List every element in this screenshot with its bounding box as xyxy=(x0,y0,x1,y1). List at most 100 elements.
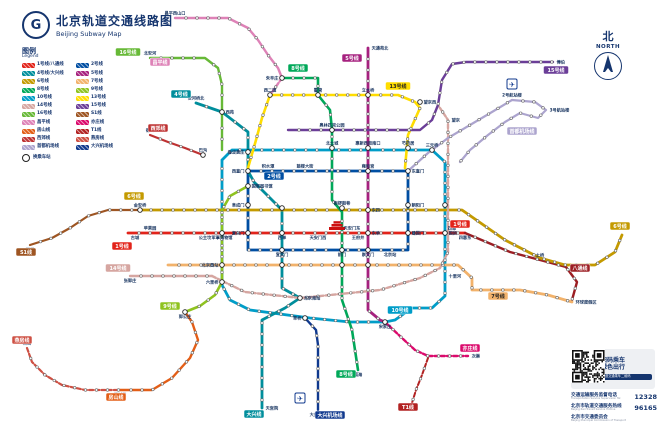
station-dot xyxy=(265,103,269,107)
qr-module xyxy=(576,363,579,366)
station-dot xyxy=(260,365,264,369)
station-dot xyxy=(406,220,410,224)
qr-module xyxy=(575,368,577,371)
line-badge xyxy=(385,81,411,91)
station-dot xyxy=(220,270,224,274)
line-badge xyxy=(543,65,569,75)
station-dot xyxy=(514,251,518,256)
station-dot xyxy=(500,122,504,126)
station-dot xyxy=(292,208,296,212)
station-dot xyxy=(392,148,396,152)
station-dot xyxy=(273,62,277,67)
station-dot xyxy=(246,194,250,198)
qr-module xyxy=(575,353,580,358)
legend-line-name: 14号线 xyxy=(37,103,52,109)
interchange-station xyxy=(329,145,335,151)
interchange-station xyxy=(245,202,251,208)
qr-module xyxy=(582,356,585,358)
legend-item-l4: 10号线 xyxy=(22,95,72,101)
station-dot xyxy=(283,294,287,298)
interchange-station xyxy=(267,92,273,98)
qr-module xyxy=(573,368,576,371)
station-dot xyxy=(437,299,441,304)
station-dot xyxy=(435,208,439,212)
legend-line-name: 15号线 xyxy=(91,103,106,109)
line-badge-label: 1号线 xyxy=(115,243,128,250)
station-dot xyxy=(396,128,400,132)
station-dot xyxy=(398,314,402,318)
station-dot xyxy=(470,286,474,290)
qr-module xyxy=(584,367,586,369)
station-dot xyxy=(458,129,462,133)
station-label: 鼓楼大街 xyxy=(297,162,315,169)
station-dot xyxy=(258,248,262,252)
line-badge-label: 2号线 xyxy=(267,173,280,180)
line-badge-label: S1线 xyxy=(20,249,32,256)
qr-module xyxy=(596,371,599,374)
qr-module xyxy=(592,367,594,369)
station-dot xyxy=(197,304,201,308)
station-dot xyxy=(473,60,477,64)
station-dot xyxy=(532,100,536,104)
station-dot xyxy=(366,288,370,292)
station-dot xyxy=(423,273,427,277)
station-dot xyxy=(334,318,338,323)
station-label: 六里桥 xyxy=(206,279,219,286)
station-label: 北京西站 xyxy=(202,262,220,269)
station-dot xyxy=(366,178,370,182)
qr-module xyxy=(584,368,586,371)
station-dot xyxy=(193,330,198,334)
station-dot xyxy=(479,288,483,292)
station-dot xyxy=(462,60,466,64)
station-dot xyxy=(302,231,306,235)
interchange-station xyxy=(245,230,251,236)
interchange-station xyxy=(329,127,335,133)
line-badge xyxy=(11,335,33,345)
station-label: 惠新西街南口 xyxy=(355,139,380,146)
line-badge-label: 4号线 xyxy=(174,91,187,98)
station-dot xyxy=(304,148,308,152)
metro-line-line-16 xyxy=(148,56,224,152)
legend-item-l8: 房山线 xyxy=(22,128,72,134)
station-dot xyxy=(466,150,470,154)
station-dot xyxy=(190,320,194,324)
hotline-en: Beijing Rail Transit Service Hotline xyxy=(571,408,616,412)
station-label: 国家图书馆 xyxy=(252,183,274,190)
legend-line-name: 首都机场线 xyxy=(37,144,59,150)
qr-module xyxy=(579,362,582,364)
station-dot xyxy=(399,335,403,339)
legend-item-r6: S1线 xyxy=(76,112,126,118)
station-dot xyxy=(246,238,250,242)
station-dot xyxy=(195,341,199,345)
station-dot xyxy=(366,255,370,259)
station-dot xyxy=(212,63,216,67)
qr-module xyxy=(578,367,580,369)
station-label: 天安门西 xyxy=(310,234,328,241)
legend-line-name: T1线 xyxy=(91,127,102,133)
station-dot xyxy=(437,354,441,358)
station-dot xyxy=(501,288,505,292)
station-dot xyxy=(355,320,360,324)
legend-swatch xyxy=(76,95,89,101)
qr-module xyxy=(579,370,582,372)
station-label: 崇文门 xyxy=(362,251,375,258)
qr-module xyxy=(579,368,582,371)
qr-module xyxy=(595,363,597,366)
interchange-station xyxy=(417,99,423,105)
interchange-station xyxy=(339,247,345,253)
qr-module xyxy=(575,367,577,369)
station-dot xyxy=(189,148,193,153)
station-dot xyxy=(108,208,112,212)
station-dot xyxy=(443,192,447,196)
station-dot xyxy=(433,268,437,273)
line-badge xyxy=(387,305,413,315)
station-label: 积水潭 xyxy=(262,162,275,169)
line-badge xyxy=(115,47,141,57)
station-dot xyxy=(269,248,273,252)
station-dot xyxy=(358,208,362,212)
qr-module xyxy=(589,365,591,368)
station-dot xyxy=(257,309,261,313)
station-label: 西二旗 xyxy=(264,86,277,93)
station-dot xyxy=(412,231,416,235)
